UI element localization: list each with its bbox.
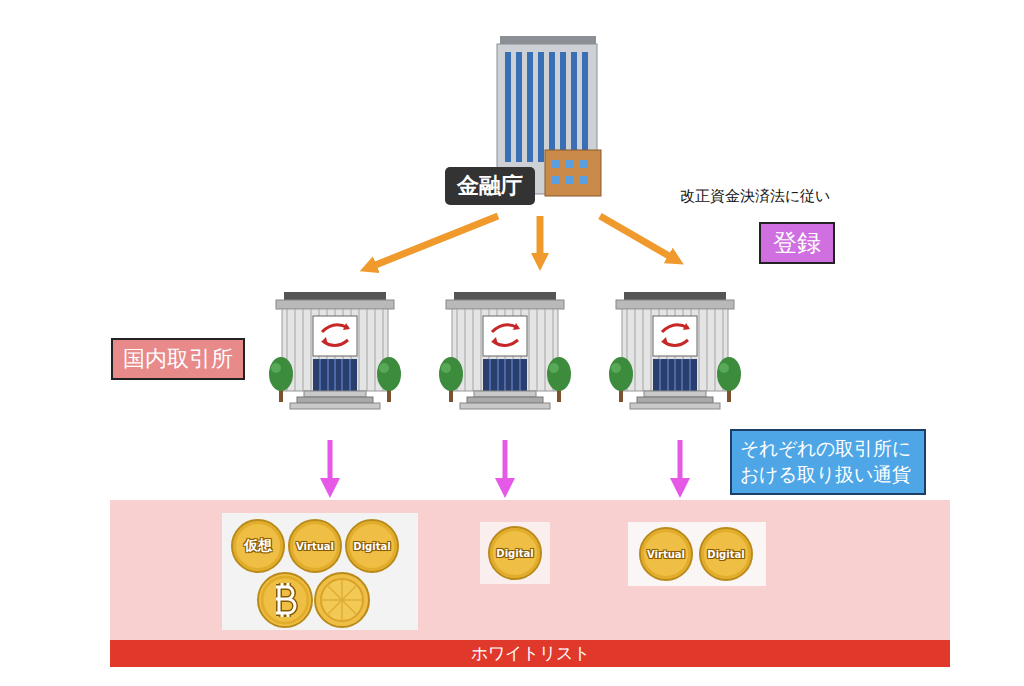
coin-group: [480, 522, 550, 584]
node-text: 仮想: [244, 537, 272, 555]
currency-coin: Virtual: [288, 519, 342, 573]
exchange-building: [609, 292, 741, 409]
currency-coin: Digital: [345, 519, 399, 573]
node-text: 国内取引所: [123, 344, 233, 374]
exchange-label: 国内取引所: [111, 338, 245, 380]
exchange-building: [439, 292, 571, 409]
node-text: それぞれの取引所における取り扱い通貨: [740, 436, 917, 487]
node-text: Digital: [707, 549, 744, 560]
currency-coin: 仮想: [231, 519, 285, 573]
node-text: Digital: [353, 541, 390, 552]
callout-box: それぞれの取引所における取り扱い通貨: [730, 429, 927, 494]
currency-coin: Virtual: [639, 527, 693, 581]
law-note: 改正資金決済法に従い: [680, 187, 830, 206]
node-text: Virtual: [647, 549, 685, 560]
whitelist-band: [110, 500, 950, 660]
currency-coin: Digital: [699, 527, 753, 581]
agency-label: 金融庁: [445, 167, 535, 205]
handling-arrow: [330, 440, 680, 488]
currency-coin: Digital: [488, 526, 542, 580]
registration-arrow: [368, 216, 676, 268]
node-text: ホワイトリスト: [110, 642, 950, 665]
coin-group: [628, 522, 766, 586]
whitelist-bar: ホワイトリスト: [110, 640, 950, 667]
bitcoin-coin: [258, 573, 312, 627]
exchange-building: [269, 292, 401, 409]
node-text: 登録: [773, 227, 821, 259]
coin-group: [222, 513, 418, 630]
plain-coin: [315, 573, 369, 627]
registration-tag: 登録: [759, 222, 835, 264]
node-text: 金融庁: [457, 171, 523, 201]
node-text: Digital: [496, 548, 533, 559]
node-text: Virtual: [296, 541, 334, 552]
